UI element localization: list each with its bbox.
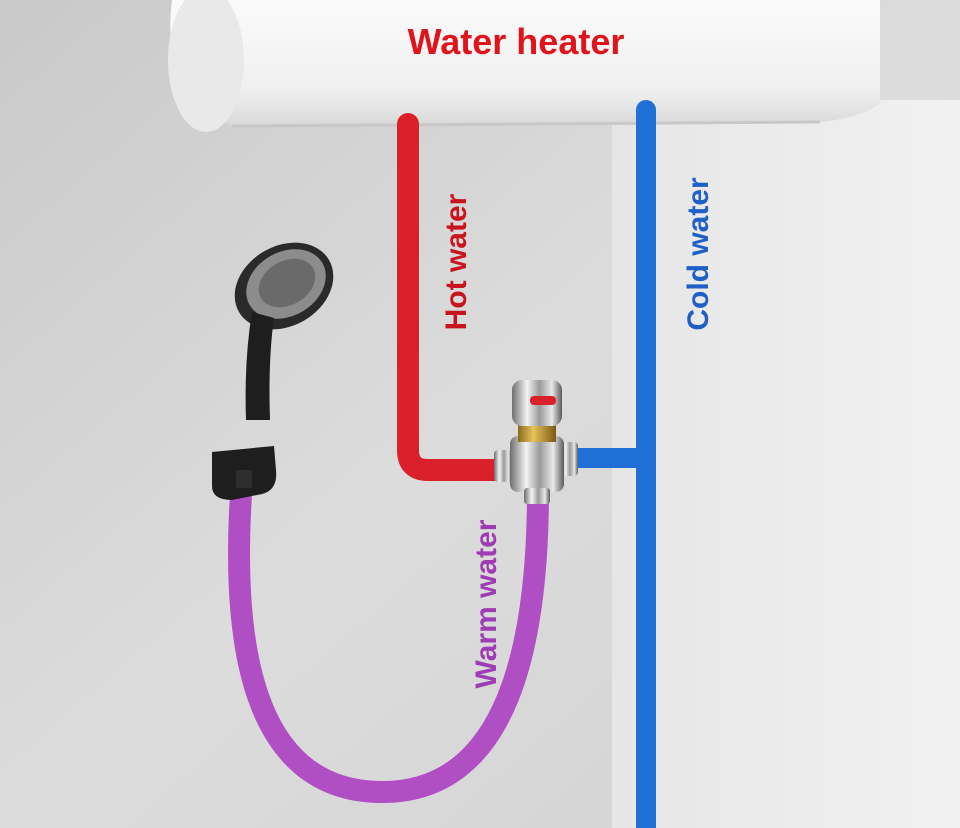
wall-panel: [612, 100, 960, 828]
warm-water-hose: [228, 469, 549, 804]
shower-head-icon: [234, 242, 334, 420]
water-heater-tank: [168, 0, 880, 132]
water-heater-label: Water heater: [408, 21, 625, 62]
wall-bracket-icon: [212, 446, 277, 500]
warm-water-label: Warm water: [470, 519, 503, 688]
hot-water-label: Hot water: [440, 193, 473, 330]
hot-water-pipe: [397, 113, 509, 481]
mixing-valve-icon: [494, 380, 578, 504]
cold-water-label: Cold water: [682, 177, 715, 331]
cold-water-pipe: [556, 100, 656, 828]
